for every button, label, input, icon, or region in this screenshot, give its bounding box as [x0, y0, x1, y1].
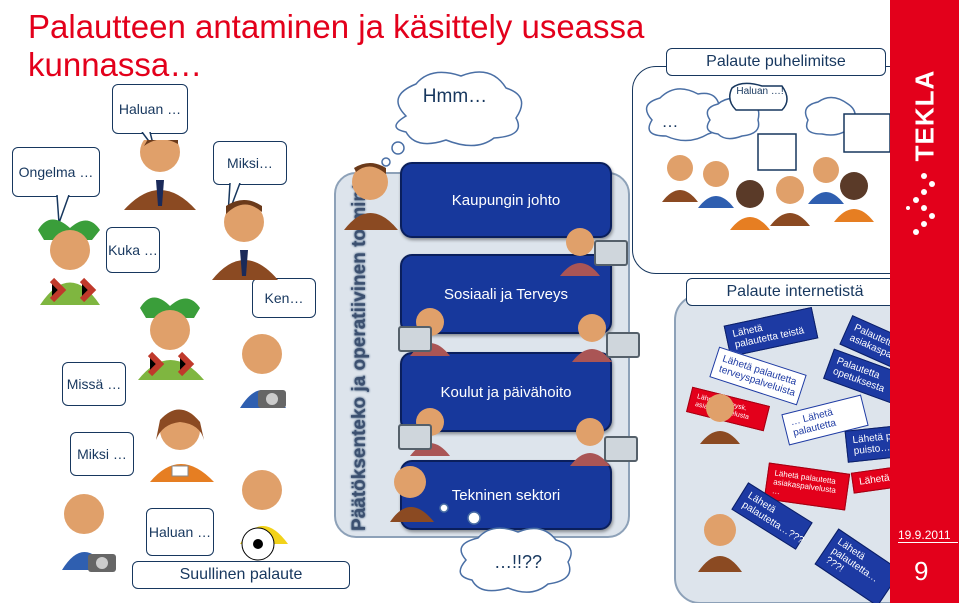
- slide-date: 19.9.2011: [898, 528, 958, 543]
- bottom-cloud: [439, 503, 572, 593]
- computer-monitor-icon: [606, 332, 640, 358]
- phone-header: Palaute puhelimitse: [666, 48, 886, 76]
- bubble-miksi-bottom: Miksi …: [70, 432, 134, 476]
- person-football-icon: [240, 470, 288, 561]
- bubble-ongelma: Ongelma …: [12, 147, 100, 197]
- level-sosiaali-terveys: Sosiaali ja Terveys: [400, 254, 612, 334]
- slide: Palautteen antaminen ja käsittely useass…: [0, 0, 890, 603]
- slide-title: Palautteen antaminen ja käsittely useass…: [28, 8, 645, 83]
- person-computer-icon: [560, 228, 600, 276]
- bubble-missa: Missä …: [62, 362, 126, 406]
- person-jester-icon: [138, 297, 204, 380]
- level-tekninen-sektori: Tekninen sektori: [400, 460, 612, 530]
- person-computer-icon: [570, 418, 610, 466]
- computer-monitor-icon: [604, 436, 638, 462]
- person-photographer-icon: [62, 494, 116, 572]
- person-clerk-icon: [390, 466, 434, 522]
- bubble-ken: Ken…: [252, 278, 316, 318]
- suullinen-palaute-label: Suullinen palaute: [132, 561, 350, 589]
- person-computer-icon: [572, 314, 612, 362]
- bubble-kuka: Kuka …: [106, 227, 160, 273]
- person-businessman-icon: [124, 140, 196, 210]
- person-jester-icon: [38, 219, 100, 305]
- person-web-icon: [700, 394, 740, 444]
- person-phone-icon: [808, 157, 844, 204]
- people-group-center: [344, 163, 612, 522]
- thought-text: Hmm…: [422, 86, 488, 107]
- bubble-haluan-top: Haluan …: [112, 84, 188, 134]
- brand-strip: TEKLA 19.9.2011 9: [890, 0, 959, 603]
- tekla-logo: TEKLA: [909, 69, 940, 161]
- internet-people: [698, 394, 742, 572]
- people-group-left: [38, 140, 288, 572]
- computer-monitor-icon: [398, 424, 432, 450]
- slide-number: 9: [914, 556, 929, 586]
- person-businessman-icon: [212, 200, 278, 280]
- level-kaupungin-johto: Kaupungin johto: [400, 162, 612, 238]
- bubble-miksi-top: Miksi…: [213, 141, 287, 185]
- person-phone-icon: [662, 155, 698, 202]
- tekla-dots-icon: [906, 173, 935, 235]
- computer-monitor-icon: [398, 326, 432, 352]
- phone-haluan: Haluan …!: [736, 86, 784, 97]
- person-web-icon: [698, 514, 742, 572]
- bottom-cloud-text: …!!??: [493, 552, 543, 572]
- thought-cloud: [381, 71, 523, 167]
- person-clerk-icon: [344, 163, 398, 230]
- phone-people: [662, 155, 874, 230]
- internet-header: Palaute internetistä: [686, 278, 890, 306]
- phone-cloud-dots: …: [661, 112, 679, 131]
- bubble-haluan-bottom: Haluan …: [146, 508, 214, 556]
- person-phone-icon: [698, 161, 734, 208]
- person-photographer-icon: [240, 334, 286, 408]
- person-phone-icon: [730, 180, 770, 230]
- person-woman-icon: [150, 409, 214, 482]
- person-phone-icon: [770, 176, 810, 226]
- computer-monitor-icon: [594, 240, 628, 266]
- person-phone-icon: [834, 172, 874, 222]
- brand-logo-wrap: TEKLA: [892, 60, 958, 170]
- phone-clouds: [645, 82, 890, 171]
